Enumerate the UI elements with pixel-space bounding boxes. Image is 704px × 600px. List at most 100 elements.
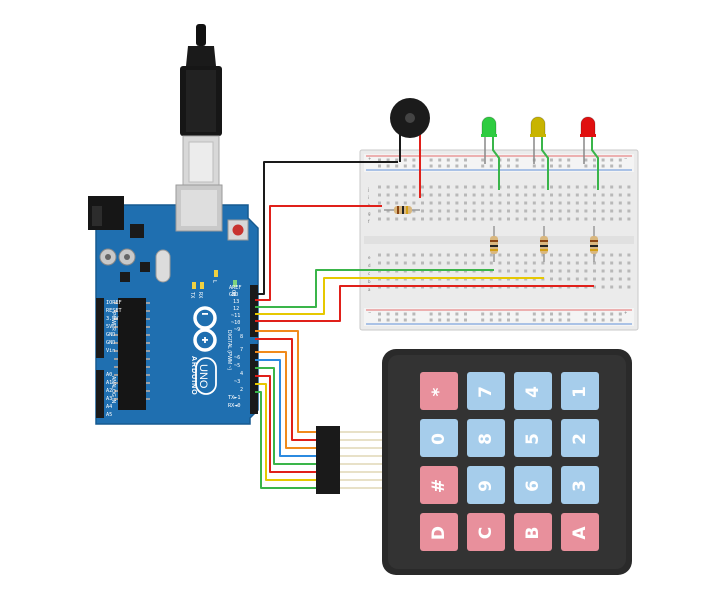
key-label: 8: [476, 433, 496, 445]
pin-label-7: 7: [240, 347, 243, 353]
analog-in-label: ANALOG IN: [110, 376, 116, 404]
key-label: 0: [429, 433, 449, 445]
led-resistors: [490, 226, 598, 262]
pin-label-2: 2: [240, 387, 243, 393]
yellow-led: [530, 116, 549, 190]
usb-cable: [180, 24, 222, 189]
row-letter-i: i: [368, 195, 369, 200]
pin-label-a0: A0: [106, 372, 112, 378]
green-led: [481, 116, 500, 190]
arduino-uno-board: ARDUINO UNO DIGITAL (PWM ~) POWER ANALOG…: [88, 184, 259, 425]
key-b[interactable]: B: [514, 513, 552, 551]
pin-label-11: ~11: [231, 313, 240, 319]
key-label: *: [429, 387, 449, 396]
pin-label-a4: A4: [106, 404, 112, 410]
key-6[interactable]: 6: [514, 466, 552, 504]
row-letter-g: g: [368, 211, 371, 216]
key-a[interactable]: A: [561, 513, 599, 551]
resistor-red-led: [590, 226, 598, 262]
key-2[interactable]: 2: [561, 419, 599, 457]
analog-header-labels: A0 A1 A2 A3 A4 A5: [106, 372, 112, 418]
row-letter-j: j: [367, 187, 369, 192]
wire-keypad-4: [255, 359, 318, 457]
pin-label-ioref: IOREF: [106, 300, 122, 306]
rail-minus-top: −: [624, 156, 627, 161]
rx-label: RX: [197, 292, 203, 299]
pin-label-a5: A5: [106, 412, 112, 418]
key-0[interactable]: 0: [420, 419, 458, 457]
rail-plus-top: +: [368, 156, 371, 161]
pin-label-aref: AREF: [229, 285, 242, 291]
red-led: [580, 116, 599, 190]
key-label: 5: [523, 433, 543, 445]
key-7[interactable]: 7: [467, 372, 505, 410]
tx-label: TX: [189, 292, 195, 299]
wires: [255, 161, 594, 489]
led-group: [481, 116, 599, 190]
key-5[interactable]: 5: [514, 419, 552, 457]
keypad: * 7 4 1 0 8 5 2 #9 6 3D C B A: [382, 349, 632, 575]
key-d[interactable]: D: [420, 513, 458, 551]
pin-label-5: ~5: [234, 363, 240, 369]
pin-label-6: ~6: [234, 355, 240, 361]
pin-label-reset: RESET: [106, 308, 122, 314]
piezo-buzzer: [390, 98, 430, 198]
wire-keypad-3: [255, 351, 318, 449]
pin-label-a1: A1: [106, 380, 112, 386]
wire-keypad-8: [255, 391, 318, 489]
wire-keypad-5: [255, 367, 318, 465]
pin-label-a3: A3: [106, 396, 112, 402]
wire-keypad-2: [255, 338, 318, 441]
digital-header-labels-bottom: 7 ~6 ~5 4 ~3 2 TX►1 RX◄0: [228, 347, 243, 409]
resistor-yellow-led: [540, 226, 548, 262]
pin-label-gnd-a: GND: [106, 332, 115, 338]
key-4[interactable]: 4: [514, 372, 552, 410]
key-1[interactable]: 1: [561, 372, 599, 410]
keypad-keys: * 7 4 1 0 8 5 2 #9 6 3D C B A: [420, 372, 599, 551]
breadboard-row-letters-bottom: e d c b a: [368, 255, 371, 292]
digital-header-labels-top: AREF GND 13 12 ~11 ~10 ~9 8: [229, 285, 243, 340]
row-letter-d: d: [368, 263, 371, 268]
wire-red-buzzer: [255, 205, 382, 301]
key-hash[interactable]: #: [420, 466, 458, 504]
wire-keypad-7: [255, 383, 318, 481]
wire-red-led: [255, 285, 594, 322]
pin-label-4: 4: [240, 371, 243, 377]
key-label: D: [429, 526, 449, 540]
pin-label-13: 13: [233, 299, 239, 305]
keypad-ribbon-cable: [316, 426, 385, 494]
key-8[interactable]: 8: [467, 419, 505, 457]
key-label: 4: [523, 386, 543, 398]
key-star[interactable]: *: [420, 372, 458, 410]
key-label: 9: [476, 480, 496, 492]
pin-label-gnd: GND: [229, 292, 238, 298]
pin-label-3v3: 3.3V: [106, 316, 119, 322]
key-label: #: [429, 479, 449, 493]
row-letter-b: b: [368, 279, 371, 284]
key-3[interactable]: 3: [561, 466, 599, 504]
row-letter-e: e: [368, 255, 371, 260]
key-c[interactable]: C: [467, 513, 505, 551]
key-label: 7: [476, 386, 496, 398]
key-9[interactable]: 9: [467, 466, 505, 504]
wire-gnd-black: [255, 161, 398, 295]
pin-label-9: ~9: [234, 327, 240, 333]
wire-yellow-led: [255, 277, 544, 315]
rail-plus-bottom: +: [624, 310, 627, 315]
row-letter-c: c: [368, 271, 370, 276]
pin-label-vin: Vin: [106, 348, 115, 354]
key-label: 1: [570, 386, 590, 398]
key-label: C: [476, 527, 496, 539]
arduino-logo: [193, 306, 217, 352]
pin-label-5v: 5V: [106, 324, 112, 330]
key-label: 3: [570, 480, 590, 492]
wire-keypad-1: [255, 330, 318, 433]
row-letter-a: a: [368, 287, 371, 292]
row-letter-f: f: [368, 219, 370, 224]
pin-label-gnd-b: GND: [106, 340, 115, 346]
key-label: B: [523, 527, 543, 540]
on-label: ON: [230, 290, 236, 296]
pin-label-tx1: TX►1: [228, 395, 241, 401]
power-label: POWER: [110, 312, 116, 331]
